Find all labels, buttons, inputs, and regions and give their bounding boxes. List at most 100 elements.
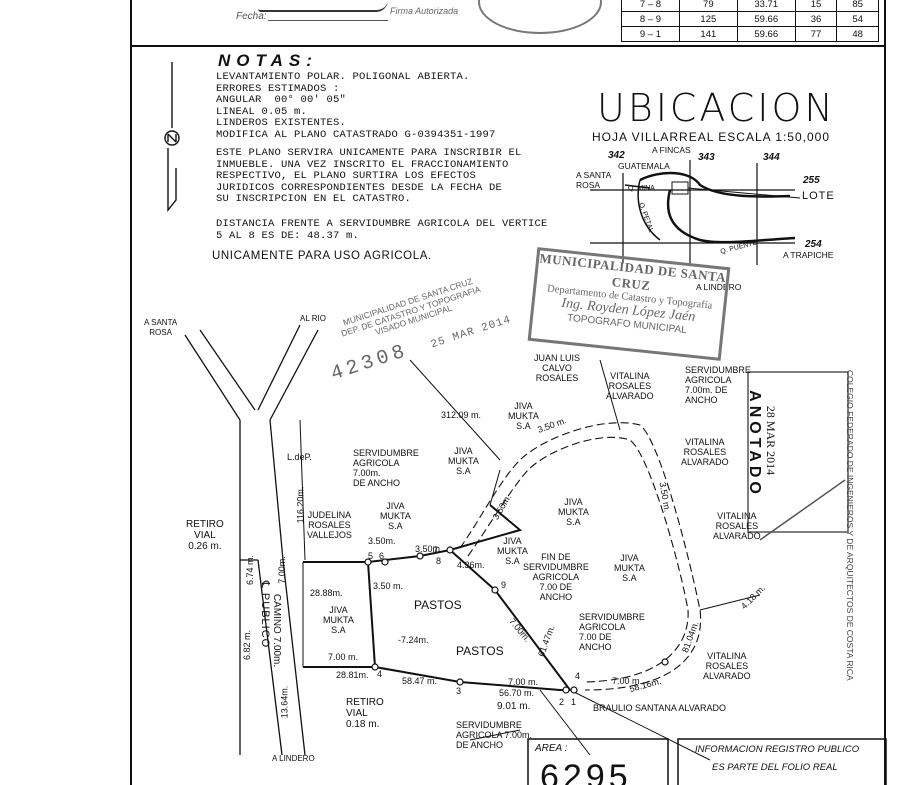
vertex-3: 3 bbox=[456, 686, 462, 696]
vertex-9: 9 bbox=[501, 580, 507, 590]
anotado-date: 28 MAR 2014 bbox=[764, 405, 779, 476]
dist-901: 9.01 m. bbox=[497, 701, 531, 712]
dist-700b: 7.00 m. bbox=[328, 652, 359, 662]
notas-line: 5 AL 8 ES DE: 48.37 m. bbox=[216, 229, 360, 242]
map-label-342: 342 bbox=[608, 150, 625, 161]
map-label-a-santa-rosa: A SANTA ROSA bbox=[576, 170, 612, 190]
owner-judelina: JUDELINA ROSALES VALLEJOS bbox=[307, 510, 352, 540]
notas-line: LEVANTAMIENTO POLAR. POLIGONAL ABIERTA. bbox=[216, 71, 470, 83]
dist-700e: 7.00 m. bbox=[612, 676, 643, 686]
dist-350c: 3.50m. bbox=[368, 536, 396, 546]
table-cell: 9 – 1 bbox=[621, 26, 680, 42]
plan-roads bbox=[184, 324, 319, 756]
label-a-lindero: A LINDERO bbox=[272, 754, 315, 763]
owner-braulio: BRAULIO SANTANA ALVARADO bbox=[593, 703, 727, 713]
easement-label-2: SERVIDUMBRE AGRICOLA 7.00m. DE ANCHO bbox=[353, 448, 419, 488]
ubicacion-subtitle: HOJA VILLARREAL ESCALA 1:50,000 bbox=[592, 130, 831, 144]
vertex-8: 8 bbox=[436, 556, 442, 566]
label-ldep: L.deP. bbox=[287, 452, 312, 462]
notas-line: LINDEROS EXISTENTES. bbox=[216, 117, 347, 129]
map-label-guatemala: GUATEMALA bbox=[618, 161, 670, 171]
notas-block-3: DISTANCIA FRENTE A SERVIDUMBRE AGRICOLA … bbox=[216, 218, 548, 242]
dist-31209: 312.09 m. bbox=[441, 410, 482, 420]
dist-2888: 28.88m. bbox=[310, 588, 343, 598]
vertex-2: 2 bbox=[559, 697, 565, 707]
dist-116: 116.20m. bbox=[295, 486, 306, 524]
easement-label-3: SERVIDUMBRE AGRICOLA 7.00 DE ANCHO bbox=[579, 612, 645, 652]
vertex-4b: 4 bbox=[575, 671, 581, 681]
notas-line: DISTANCIA FRENTE A SERVIDUMBRE AGRICOLA … bbox=[216, 218, 548, 230]
vertex-5: 5 bbox=[368, 551, 374, 561]
map-label-343: 343 bbox=[698, 152, 715, 163]
easement-end-label: FIN DE SERVIDUMBRE AGRICOLA 7.00 DE ANCH… bbox=[523, 552, 589, 602]
dist-350d: 3.50 m. bbox=[373, 581, 404, 591]
owner-jiva-4: JIVA MUKTA S.A bbox=[558, 497, 589, 527]
label-retiro-vial-1: RETIRO VIAL 0.26 m. bbox=[186, 519, 224, 552]
notas-line: MODIFICA AL PLANO CATASTRADO G-0394351-1… bbox=[216, 128, 496, 141]
map-label-a-lindero: A LINDERO bbox=[696, 282, 742, 292]
dist-2881: 28.81m. bbox=[336, 670, 369, 680]
header-scribble bbox=[258, 0, 388, 12]
dist-5670: 56.70 m. bbox=[499, 688, 535, 698]
dist-1364: 13.64m. bbox=[279, 685, 290, 719]
notas-block-1: LEVANTAMIENTO POLAR. POLIGONAL ABIERTA.E… bbox=[216, 71, 496, 141]
area-value: 6295 bbox=[540, 758, 632, 785]
dist-436: 4.36m. bbox=[457, 560, 485, 570]
label-camino: CAMINO 7.00m. bbox=[271, 593, 283, 668]
notas-line: ANGULAR 00° 00' 05" bbox=[216, 94, 347, 106]
owner-vitalina-2: VITALINA ROSALES ALVARADO bbox=[681, 437, 729, 467]
notas-line: RESPECTIVO, EL PLANO SURTIRA LOS EFECTOS bbox=[216, 170, 477, 182]
registro-line-2: ES PARTE DEL FOLIO REAL bbox=[712, 762, 838, 773]
land-use-pastos-1: PASTOS bbox=[414, 598, 462, 612]
frame-left-border bbox=[130, 0, 132, 785]
owner-jiva-5: JIVA MUKTA S.A bbox=[497, 536, 528, 566]
label-al-rio: AL RIO bbox=[300, 314, 326, 323]
colegio-text: COLEGIO FEDERADO DE INGENIEROS Y DE ARQU… bbox=[845, 370, 855, 681]
table-cell: 59.66 bbox=[736, 26, 796, 42]
anotado-text: ANOTADO bbox=[745, 390, 763, 498]
dist-700c: 7.00 m. bbox=[508, 677, 539, 687]
notas-line: ERRORES ESTIMADOS : bbox=[216, 82, 340, 95]
owner-vitalina-4: VITALINA ROSALES ALVARADO bbox=[703, 651, 751, 681]
vertex-7: 7 bbox=[433, 545, 439, 555]
vertex-6: 6 bbox=[379, 551, 385, 561]
dist-700a: 7.00m. bbox=[276, 556, 287, 584]
map-label-q-mina: Q. MINA bbox=[628, 185, 655, 192]
easement-label-4: SERVIDUMBRE AGRICOLA 7.00m. DE ANCHO bbox=[456, 720, 533, 750]
notas-line: ESTE PLANO SERVIRA UNICAMENTE PARA INSCR… bbox=[216, 147, 522, 159]
owner-jiva-1: JIVA MUKTA S.A bbox=[380, 501, 411, 531]
visado-date: 25 MAR 2014 bbox=[429, 313, 513, 351]
notas-title: NOTAS: bbox=[218, 51, 318, 70]
notas-block-2: ESTE PLANO SERVIRA UNICAMENTE PARA INSCR… bbox=[216, 147, 522, 206]
signature-line bbox=[268, 20, 388, 21]
map-label-lote: LOTE bbox=[802, 190, 835, 202]
ubicacion-title: UBICACION bbox=[597, 86, 836, 130]
owner-jiva-2: JIVA MUKTA S.A bbox=[448, 446, 479, 476]
notas-line: JURIDICOS CORRESPONDIENTES DESDE LA FECH… bbox=[216, 181, 503, 194]
map-label-a-trapiche: A TRAPICHE bbox=[783, 250, 834, 260]
plan-easement bbox=[459, 422, 702, 691]
vertex-4a: 4 bbox=[377, 669, 383, 679]
label-retiro-vial-2: RETIRO VIAL 0.18 m. bbox=[346, 697, 384, 730]
notas-line: INMUEBLE. UNA VEZ INSCRITO EL FRACCIONAM… bbox=[216, 158, 509, 171]
owner-jiva-7: JIVA MUKTA S.A bbox=[323, 605, 354, 635]
map-label-a-fincas: A FINCAS bbox=[652, 145, 691, 155]
easement-label-1: SERVIDUMBRE AGRICOLA 7.00m. DE ANCHO bbox=[685, 365, 751, 405]
owner-vitalina-1: VITALINA ROSALES ALVARADO bbox=[606, 371, 654, 401]
label-a-santa-rosa: A SANTA ROSA bbox=[144, 318, 178, 337]
owner-vitalina-3: VITALINA ROSALES ALVARADO bbox=[713, 511, 761, 541]
registro-line-1: INFORMACION REGISTRO PUBLICO bbox=[695, 744, 860, 755]
firma-label: Firma Autorizada bbox=[390, 6, 459, 16]
dist-5847: 58.47 m. bbox=[402, 676, 438, 686]
fecha-label: Fecha: bbox=[236, 11, 267, 22]
owner-juan-luis: JUAN LUIS CALVO ROSALES bbox=[534, 353, 581, 383]
dist-674: 6.74 m. bbox=[245, 554, 256, 586]
plan-neighbor-lines bbox=[299, 359, 761, 761]
label-publico: ℄ PUBLICO bbox=[259, 580, 272, 649]
north-arrow-icon bbox=[164, 62, 180, 212]
land-use-pastos-2: PASTOS bbox=[456, 644, 504, 658]
dist-350e: 3.50m. bbox=[415, 544, 443, 554]
